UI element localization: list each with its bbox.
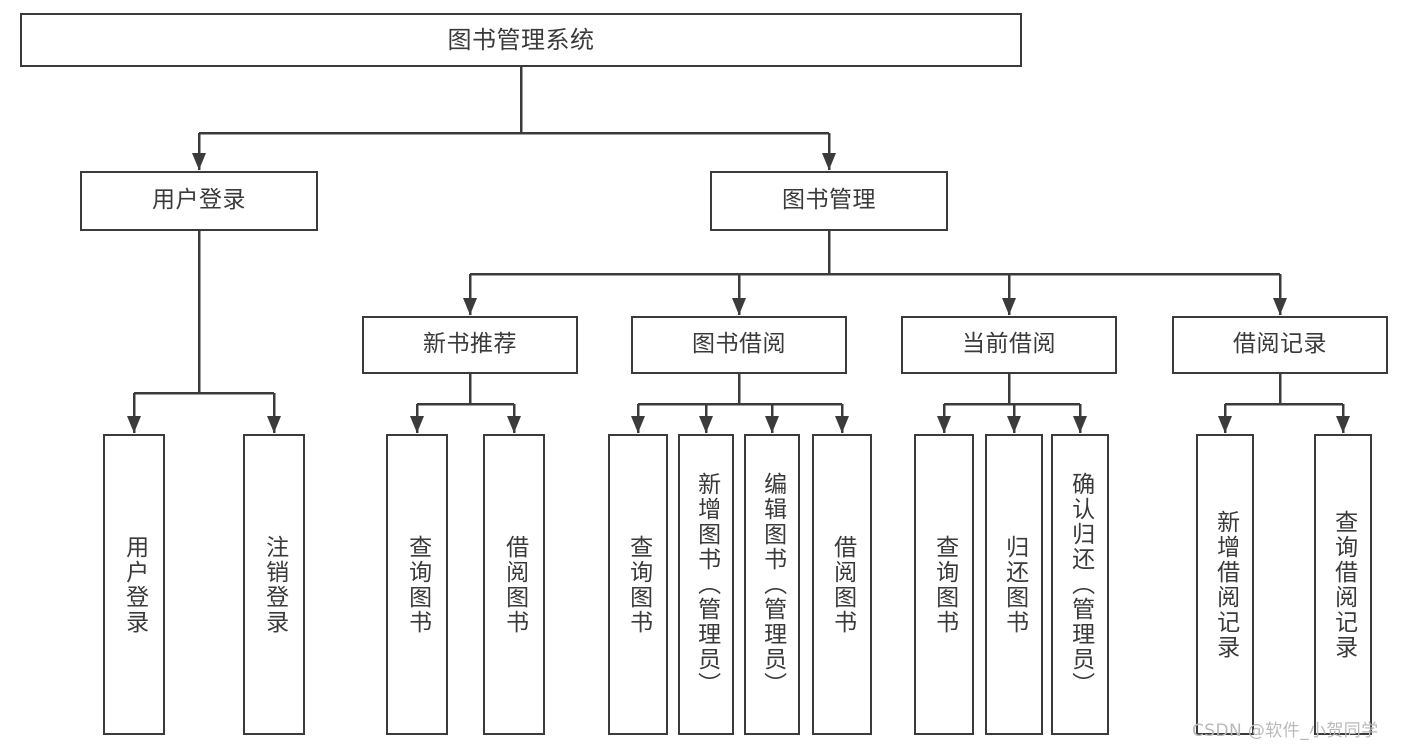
node-user-login[interactable]: 用户登录 [80, 171, 318, 231]
node-label: 新增图书（管理员） [693, 472, 720, 697]
node-root[interactable]: 图书管理系统 [20, 13, 1022, 67]
node-leaf-borrow-book[interactable]: 借阅图书 [812, 434, 872, 735]
node-leaf-user-logout[interactable]: 注销登录 [243, 434, 305, 735]
node-label: 注销登录 [261, 534, 288, 635]
node-label: 新增借阅记录 [1212, 509, 1239, 660]
connector-book-manage [463, 231, 1287, 315]
node-label: 图书管理系统 [447, 25, 595, 54]
node-label: 查询借阅记录 [1330, 509, 1357, 660]
node-leaf-borrow-book-rec[interactable]: 借阅图书 [483, 434, 545, 735]
node-current-borrow[interactable]: 当前借阅 [901, 316, 1117, 374]
node-label: 用户登录 [152, 187, 246, 214]
node-leaf-query-book-rec[interactable]: 查询图书 [386, 434, 448, 735]
node-label: 借阅图书 [829, 534, 856, 635]
node-book-borrow[interactable]: 图书借阅 [631, 316, 847, 374]
node-leaf-query-book[interactable]: 查询图书 [608, 434, 668, 735]
node-leaf-user-login[interactable]: 用户登录 [103, 434, 165, 735]
node-label: 查询图书 [404, 534, 431, 635]
connector-current-borrow [937, 374, 1087, 433]
node-book-manage[interactable]: 图书管理 [710, 171, 948, 231]
node-label: 借阅图书 [501, 534, 528, 635]
connector-user-login [127, 231, 281, 433]
node-label: 图书借阅 [692, 331, 786, 358]
node-leaf-add-borrow-record[interactable]: 新增借阅记录 [1196, 434, 1254, 735]
connector-new-book-rec [410, 374, 521, 433]
node-leaf-query-book-cur[interactable]: 查询图书 [914, 434, 974, 735]
node-label: 新书推荐 [423, 331, 517, 358]
node-label: 查询图书 [625, 534, 652, 635]
node-label: 查询图书 [931, 534, 958, 635]
node-label: 确认归还（管理员） [1067, 472, 1094, 697]
connector-borrow-record [1218, 374, 1350, 433]
node-label: 用户登录 [121, 534, 148, 635]
node-borrow-record[interactable]: 借阅记录 [1172, 316, 1388, 374]
connector-root [192, 67, 836, 170]
node-label: 归还图书 [1001, 534, 1028, 635]
node-leaf-return-book[interactable]: 归还图书 [985, 434, 1043, 735]
node-label: 借阅记录 [1233, 331, 1327, 358]
node-leaf-edit-book-admin[interactable]: 编辑图书（管理员） [744, 434, 800, 735]
node-new-book-rec[interactable]: 新书推荐 [362, 316, 578, 374]
node-label: 图书管理 [782, 187, 876, 214]
node-leaf-query-borrow-record[interactable]: 查询借阅记录 [1314, 434, 1372, 735]
node-leaf-confirm-return-admin[interactable]: 确认归还（管理员） [1051, 434, 1109, 735]
node-label: 当前借阅 [962, 331, 1056, 358]
node-leaf-add-book-admin[interactable]: 新增图书（管理员） [678, 434, 734, 735]
connector-book-borrow [631, 374, 849, 433]
node-label: 编辑图书（管理员） [759, 472, 786, 697]
